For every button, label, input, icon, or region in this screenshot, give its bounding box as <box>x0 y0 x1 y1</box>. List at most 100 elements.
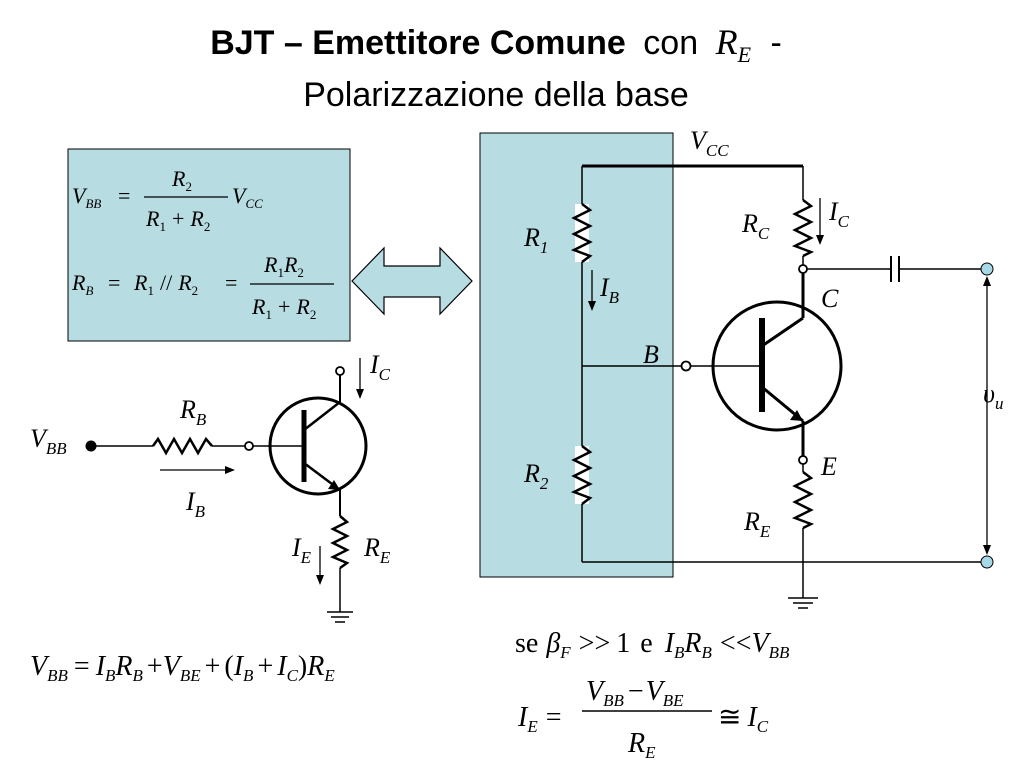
eq1-num-sub: 2 <box>185 179 192 194</box>
svg-text:IB: IB <box>185 487 206 521</box>
label-left-re: R <box>363 533 380 562</box>
svg-text:BJT – Emettitore Comune: BJT – Emettitore Comune con RE - <box>210 22 782 70</box>
eq2-b-sub: 2 <box>192 283 199 298</box>
svg-text:IC: IC <box>369 350 391 384</box>
eq2-den-b-sub: 2 <box>310 307 317 322</box>
label-rb-sub: B <box>196 410 207 429</box>
left-re-resistor <box>330 515 350 570</box>
re-resistor <box>791 471 815 530</box>
rc-resistor <box>791 199 815 258</box>
eq1-tail-sub: CC <box>245 196 263 211</box>
label-left-re-sub: E <box>379 548 391 567</box>
label-left-ic-sub: C <box>379 365 391 384</box>
eq1-den-b-sub: 2 <box>204 219 211 234</box>
svg-text:R2: R2 <box>171 166 192 194</box>
eq2-den-a-sub: 1 <box>265 307 272 322</box>
eq2-num-b: R <box>283 252 298 277</box>
base-terminal <box>680 360 692 372</box>
label-right-ic-sub: C <box>838 212 850 231</box>
eq1-lhs-sub: BB <box>85 196 101 211</box>
svg-text:IC: IC <box>828 197 850 231</box>
emitter-terminal <box>798 455 808 465</box>
r1-resistor <box>570 203 593 263</box>
rb-resistor <box>151 436 213 456</box>
svg-text:VCC: VCC <box>690 126 729 160</box>
output-terminal-top <box>980 262 994 276</box>
svg-text:IE=: IE= <box>517 702 562 736</box>
label-node-b: B <box>643 340 659 369</box>
left-base-terminal <box>244 441 254 451</box>
eq2-num-a-sub: 1 <box>277 265 284 280</box>
eq2-b: R <box>177 270 192 295</box>
formula-box: VBB = R2 R1+R2 VCC RB = R1//R2 = R1R2 R1… <box>67 148 351 342</box>
ie-approx-formula: IE= VBB−VBE RE ≅IC <box>517 676 769 762</box>
eq1-lhs: V <box>72 183 88 208</box>
label-r2-sub: 2 <box>540 474 549 493</box>
slide-title: BJT – Emettitore Comune con RE - Polariz… <box>210 22 782 114</box>
left-circuit <box>85 358 368 623</box>
svg-text:IE: IE <box>291 533 312 567</box>
svg-text:R1//R2: R1//R2 <box>133 270 198 298</box>
label-vcc-sub: CC <box>706 141 729 160</box>
formula-vbb-divider: VBB = R2 R1+R2 VCC <box>72 166 263 234</box>
title-re-sub: E <box>737 42 752 67</box>
right-circuit <box>479 132 994 609</box>
collector-terminal <box>798 264 808 274</box>
svg-text:VBB: VBB <box>72 183 101 211</box>
svg-text:VBB: VBB <box>30 424 67 458</box>
r2-resistor <box>570 445 593 505</box>
eq1-den-a: R <box>145 206 160 231</box>
label-vu: υ <box>983 379 995 408</box>
label-vbb: V <box>30 424 49 453</box>
eq2-den-a: R <box>251 294 266 319</box>
eq2-lhs: R <box>71 270 86 295</box>
bjt-transistor <box>711 300 843 432</box>
eq2-num-a: R <box>263 252 278 277</box>
equivalence-double-arrow <box>351 246 473 316</box>
svg-text:υu: υu <box>983 379 1003 413</box>
label-left-ib-sub: B <box>195 502 206 521</box>
svg-text:R1: R1 <box>523 223 548 257</box>
label-r2: R <box>523 459 540 488</box>
eq2-num-b-sub: 2 <box>297 265 304 280</box>
eq2-equals2: = <box>225 270 237 295</box>
svg-text:RE: RE <box>743 507 771 541</box>
label-right-ib-sub: B <box>609 288 620 307</box>
svg-text:RE: RE <box>363 533 391 567</box>
svg-text:IB: IB <box>599 273 620 307</box>
eq1-den-a-sub: 1 <box>159 219 166 234</box>
label-right-re: R <box>743 507 760 536</box>
label-rc-sub: C <box>758 224 770 243</box>
right-ground-icon <box>788 597 818 609</box>
formula-rb-parallel: RB = R1//R2 = R1R2 R1+R2 <box>71 252 334 322</box>
eq2-plus: + <box>278 294 290 319</box>
eq2-a: R <box>133 270 148 295</box>
title-dash: - <box>770 24 781 62</box>
svg-text:R1+R2: R1+R2 <box>145 206 210 234</box>
svg-text:RC: RC <box>741 209 770 243</box>
output-terminal-bottom <box>980 555 994 569</box>
svg-text:VCC: VCC <box>232 183 263 211</box>
svg-text:R1R2: R1R2 <box>263 252 304 280</box>
left-ground-icon <box>327 611 353 623</box>
label-right-ic: I <box>828 197 839 226</box>
left-bjt-transistor <box>268 396 368 496</box>
eq1-tail: V <box>232 183 248 208</box>
title-line2: Polarizzazione della base <box>303 76 689 114</box>
svg-text:R2: R2 <box>523 459 549 493</box>
label-left-ib: I <box>185 487 196 516</box>
label-r1: R <box>523 223 540 252</box>
title-part2: con <box>643 24 698 62</box>
eq2-equals: = <box>108 270 120 295</box>
svg-text:RE: RE <box>627 728 656 762</box>
svg-text:≅IC: ≅IC <box>718 702 769 736</box>
eq1-plus: + <box>172 206 184 231</box>
label-vbb-sub: BB <box>46 439 67 458</box>
vbb-loop-equation: VBB=IBRB+VBE+(IB+IC)RE <box>30 651 335 685</box>
label-left-ie: I <box>291 533 302 562</box>
label-right-ib: I <box>599 273 610 302</box>
left-collector-terminal <box>335 366 345 376</box>
label-left-ie-sub: E <box>300 548 312 567</box>
label-left-ic: I <box>369 350 380 379</box>
